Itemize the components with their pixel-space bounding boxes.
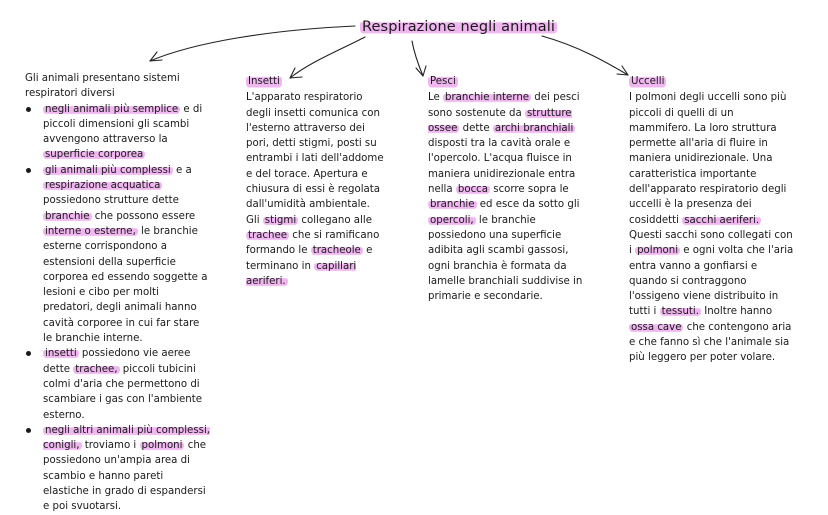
text-run: I polmoni degli uccelli sono più piccoli…	[629, 92, 787, 226]
text-run: L'apparato respiratorio degli insetti co…	[246, 92, 384, 226]
text-run: scorre sopra le	[490, 184, 569, 196]
intro-column: Gli animali presentano sistemi respirato…	[25, 71, 211, 515]
intro-bullet: gli animali più complessi e a respirazio…	[25, 163, 210, 347]
intro-lead: Gli animali presentano sistemi respirato…	[25, 73, 180, 100]
highlighted-term: gli animali più complessi	[43, 164, 173, 176]
text-run: dei pesci sono sostenute da	[428, 92, 580, 119]
highlighted-term: superficie corporea	[43, 149, 146, 161]
text-run: che si ramificano formando le	[246, 229, 380, 257]
highlighted-term: branchie	[428, 199, 477, 211]
intro-bullet: negli altri animali più complessi, conig…	[25, 423, 211, 515]
text-run: piccoli tubicini colmi d'aria che permet…	[43, 363, 203, 421]
arrow-to-intro-head	[149, 51, 163, 62]
text-run: Inoltre hanno	[700, 306, 773, 318]
uccelli-heading: Uccelli	[629, 74, 667, 90]
arrow-to-insetti-head	[289, 67, 303, 79]
intro-bullet: insetti possiedono vie aeree dette trach…	[25, 346, 210, 422]
highlighted-term: negli animali più semplice	[43, 103, 181, 115]
text-run: disposti tra la cavità orale e l'opercol…	[428, 138, 576, 196]
highlighted-term: opercoli,	[428, 214, 476, 226]
text-run: e ogni volta che l'aria entra vanno a go…	[629, 245, 794, 318]
intro-bullet-list: negli animali più semplice e di piccoli …	[25, 102, 211, 515]
pesci-text: Le branchie interne dei pesci sono soste…	[428, 90, 588, 304]
text-run: che contengono aria e che fanno sì che l…	[629, 321, 792, 364]
insetti-column: Insetti L'apparato respiratorio degli in…	[246, 74, 386, 289]
highlighted-term: archi branchiali	[492, 122, 576, 134]
text-run: possiedono strutture dette	[43, 195, 179, 207]
text-run: troviamo i	[81, 440, 140, 452]
highlighted-term: sacchi aeriferi.	[682, 214, 762, 226]
text-run: Questi sacchi sono collegati con i	[629, 229, 793, 257]
title-text: Respirazione negli animali	[360, 19, 557, 35]
text-run: le branchie possiedono una superficie ad…	[428, 214, 583, 303]
highlighted-term: branchie	[43, 210, 92, 222]
highlighted-term: polmoni	[635, 245, 681, 257]
highlighted-term: trachee	[246, 229, 290, 241]
text-run: possiedono vie aeree dette	[43, 348, 191, 375]
arrow-to-intro	[149, 25, 356, 62]
text-run: dette	[459, 122, 493, 134]
highlighted-term: respirazione acquatica	[43, 180, 163, 192]
highlighted-term: branchie interne	[443, 92, 532, 104]
text-run: le branchie esterne corrispondono a este…	[43, 225, 208, 345]
text-run: e di piccoli dimensioni gli scambi avven…	[43, 103, 203, 146]
text-run: collegano alle	[298, 214, 372, 226]
arrow-to-uccelli	[541, 35, 629, 76]
highlighted-term: ossa cave	[629, 321, 684, 333]
highlighted-term: interne o esterne,	[43, 225, 138, 237]
highlighted-term: polmoni	[139, 440, 185, 452]
uccelli-text: I polmoni degli uccelli sono più piccoli…	[629, 90, 797, 365]
highlighted-term: insetti	[43, 348, 79, 360]
page-title: Respirazione negli animali	[360, 19, 557, 35]
insetti-heading: Insetti	[246, 74, 282, 90]
arrow-to-pesci	[411, 40, 424, 77]
highlighted-term: trachee,	[73, 363, 120, 375]
intro-bullet: negli animali più semplice e di piccoli …	[25, 102, 210, 163]
text-run: e a	[172, 164, 192, 176]
pesci-column: Pesci Le branchie interne dei pesci sono…	[428, 74, 588, 304]
text-run: ed esce da sotto gli	[476, 199, 580, 211]
uccelli-column: Uccelli I polmoni degli uccelli sono più…	[629, 74, 797, 366]
text-run: che possono essere	[91, 210, 196, 222]
pesci-heading: Pesci	[428, 74, 458, 90]
insetti-text: L'apparato respiratorio degli insetti co…	[246, 90, 386, 289]
highlighted-term: bocca	[455, 184, 491, 196]
text-run: e terminano in	[246, 245, 373, 272]
arrow-to-insetti	[289, 36, 366, 79]
arrow-to-pesci-head	[415, 65, 427, 77]
highlighted-term: stigmi	[262, 214, 299, 226]
highlighted-term: tracheole	[310, 245, 363, 257]
arrow-to-uccelli-head	[616, 65, 629, 76]
highlighted-term: tessuti.	[659, 306, 701, 318]
text-run: Le	[428, 92, 444, 104]
